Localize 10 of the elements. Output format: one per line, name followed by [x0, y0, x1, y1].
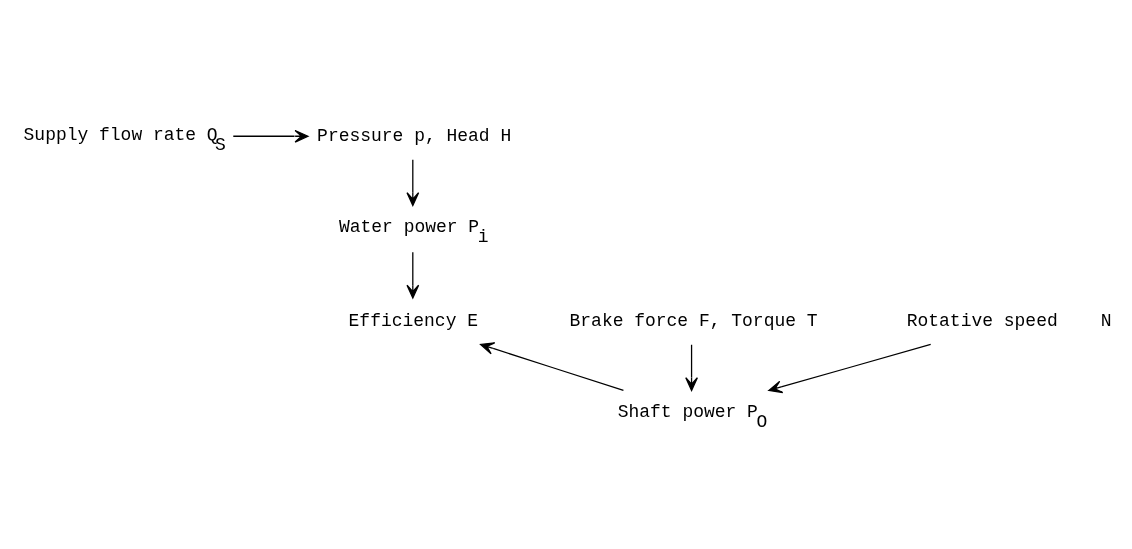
arrow	[480, 341, 625, 391]
arrow	[232, 129, 309, 143]
arrow	[685, 343, 698, 391]
node-text: Efficiency E	[348, 310, 478, 331]
node-text: Pressure p, Head H	[317, 125, 512, 146]
arrow	[406, 251, 420, 299]
arrow	[406, 158, 420, 206]
arrow	[768, 343, 932, 393]
node-text: Rotative speed N	[906, 310, 1112, 331]
node-text: Brake force F, Torque T	[569, 310, 818, 331]
